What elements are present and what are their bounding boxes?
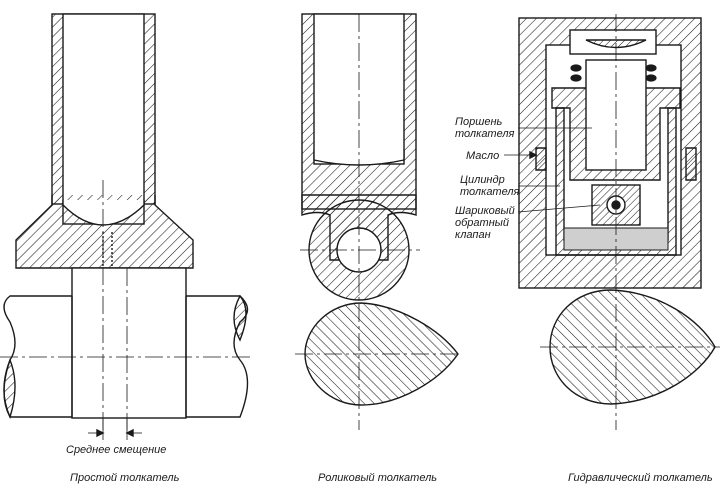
cylinder-label: Цилиндр толкателя (460, 174, 520, 198)
simple-tappet (0, 13, 250, 440)
caption-roller: Роликовый толкатель (318, 472, 438, 484)
hydraulic-tappet (504, 14, 720, 430)
caption-hydraulic: Гидравлический толкатель (568, 472, 713, 484)
oil-label: Масло (466, 150, 500, 162)
check-valve-label: Шариковый обратный клапан (455, 205, 515, 241)
roller-tappet (295, 13, 460, 430)
offset-label: Среднее смещение (66, 444, 167, 456)
caption-simple: Простой толкатель (70, 472, 180, 484)
piston-label: Поршень толкателя (455, 116, 515, 140)
